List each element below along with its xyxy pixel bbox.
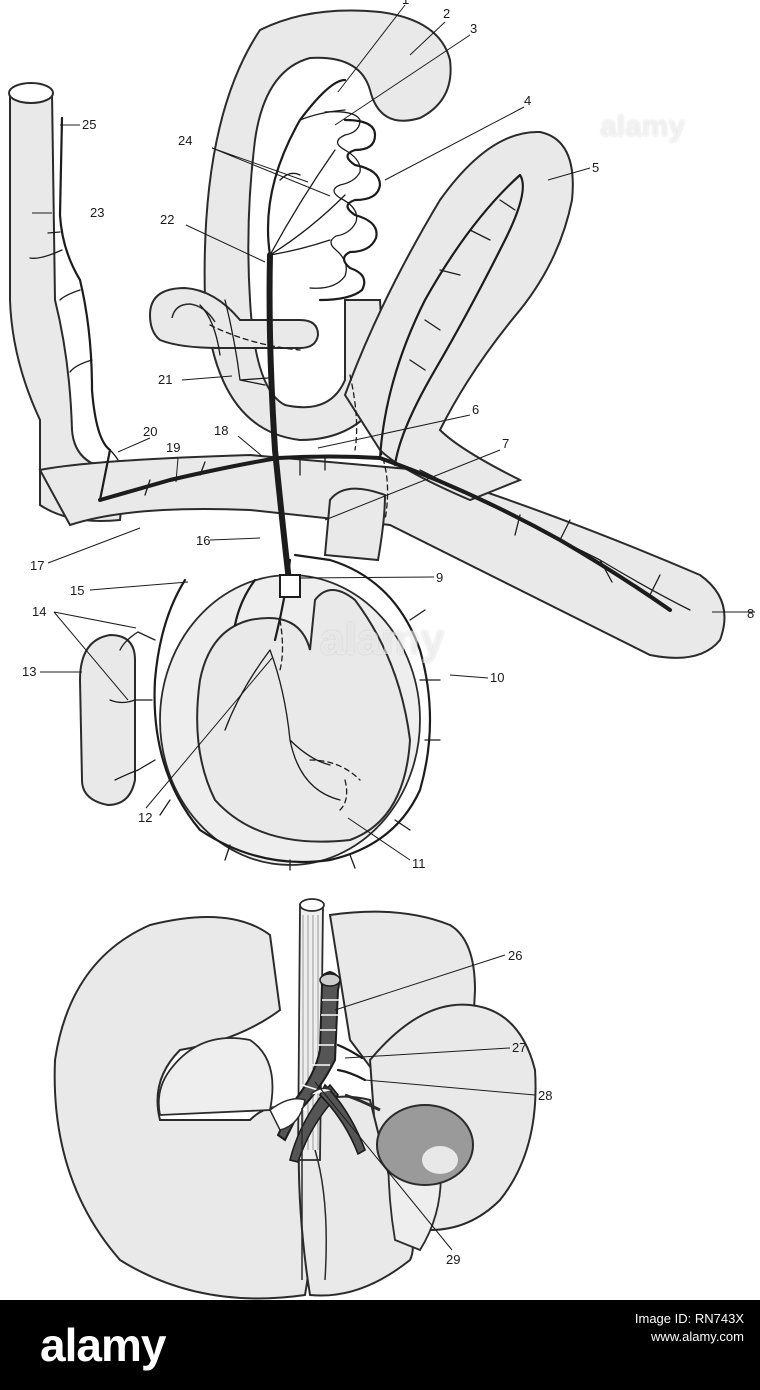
main-artery-trunk	[266, 252, 293, 593]
illustration-svg: 1 2 3 4 5 6 7 8 9 10 11 12 13 14 15 16 1…	[8, 0, 755, 1300]
esophageal-artery	[58, 116, 112, 502]
appendix	[78, 633, 136, 807]
label-2: 2	[443, 6, 450, 21]
label-17: 17	[30, 558, 44, 573]
horizontal-intestine-limb	[38, 453, 726, 659]
small-coiled-loop	[148, 286, 320, 349]
label-14: 14	[32, 604, 46, 619]
label-20: 20	[143, 424, 157, 439]
label-18: 18	[214, 423, 228, 438]
label-5: 5	[592, 160, 599, 175]
label-22: 22	[160, 212, 174, 227]
brand-logo[interactable]: alamy	[40, 1319, 166, 1371]
label-8: 8	[747, 606, 754, 621]
horizontal-arcade	[98, 454, 672, 612]
ileal-artery	[378, 173, 524, 467]
label-3: 3	[470, 21, 477, 36]
label-28: 28	[538, 1088, 552, 1103]
label-12: 12	[138, 810, 152, 825]
ileal-loop	[343, 130, 574, 502]
portal-vein	[276, 970, 340, 1142]
label-29: 29	[446, 1252, 460, 1267]
label-9: 9	[436, 570, 443, 585]
cut-vessel-stub	[279, 574, 301, 598]
image-id-block: Image ID: RN743X www.alamy.com	[635, 1310, 744, 1346]
anatomical-illustration: 1 2 3 4 5 6 7 8 9 10 11 12 13 14 15 16 1…	[8, 0, 755, 1300]
label-7: 7	[502, 436, 509, 451]
descending-limb	[323, 487, 387, 562]
liver-left-lobe	[157, 1037, 274, 1116]
label-16: 16	[196, 533, 210, 548]
gallbladder	[376, 1104, 474, 1186]
caecum-body	[196, 589, 412, 843]
label-25: 25	[82, 117, 96, 132]
label-21: 21	[158, 372, 172, 387]
label-24: 24	[178, 133, 192, 148]
label-11: 11	[412, 856, 426, 871]
label-10: 10	[490, 670, 504, 685]
jejunum-coils	[318, 118, 382, 302]
label-6: 6	[472, 402, 479, 417]
image-id-caption: Image ID: RN743X	[634, 1311, 744, 1326]
label-27: 27	[512, 1040, 526, 1055]
label-23: 23	[90, 205, 104, 220]
caecal-arcade	[153, 553, 432, 864]
label-4: 4	[524, 93, 531, 108]
liver-lower-lobe	[297, 1095, 414, 1297]
label-19: 19	[166, 440, 180, 455]
site-link[interactable]: www.alamy.com	[651, 1329, 744, 1344]
duodenal-artery	[266, 78, 347, 257]
label-13: 13	[22, 664, 36, 679]
label-15: 15	[70, 583, 84, 598]
label-26: 26	[508, 948, 522, 963]
footer-bar: alamy Image ID: RN743X www.alamy.com	[0, 1300, 760, 1390]
esophagus-opening	[8, 82, 54, 104]
label-1: 1	[402, 0, 409, 7]
liver-large-lobe	[53, 916, 313, 1300]
